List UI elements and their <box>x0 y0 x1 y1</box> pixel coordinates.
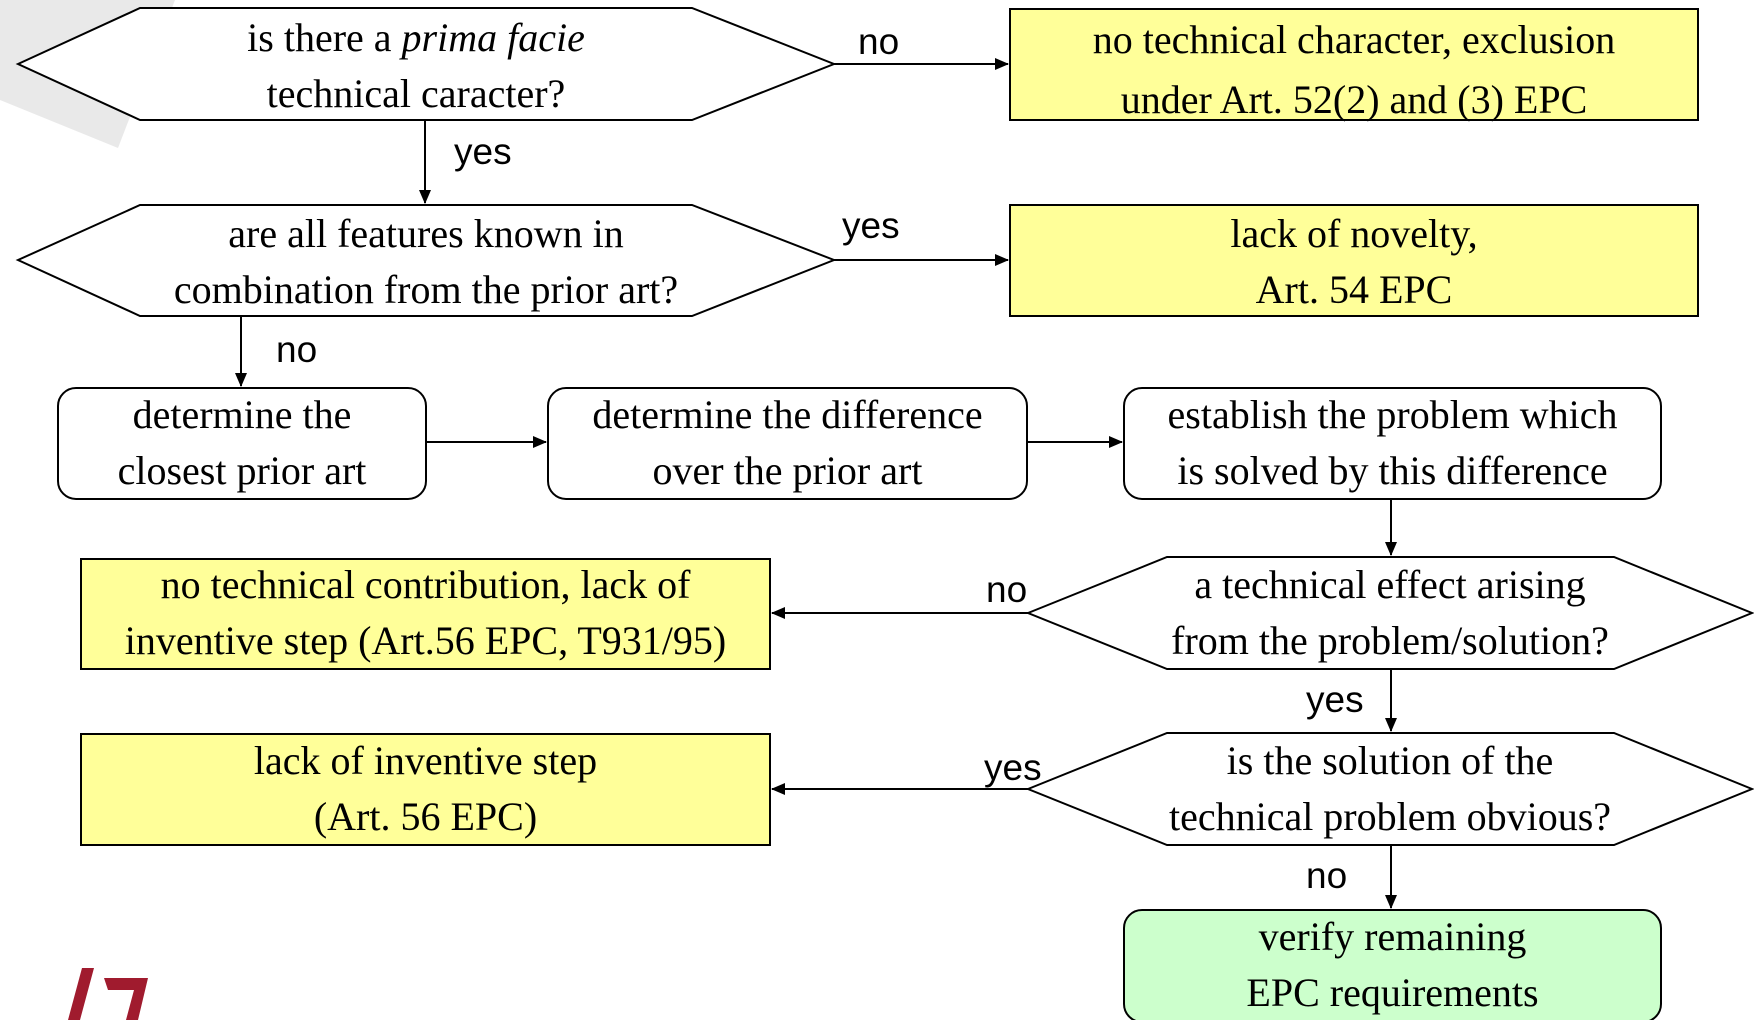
decision-obviousness-text: is the solution of the technical problem… <box>1168 738 1612 839</box>
outcome-no-technical-character-text: no technical character, exclusion under … <box>1092 17 1616 122</box>
outcome-lack-of-inventive-step-text: lack of inventive step (Art. 56 EPC) <box>253 738 598 839</box>
edge-label-nov-yes: yes <box>842 205 900 246</box>
edge-label-obv-yes: yes <box>984 747 1042 788</box>
outcome-no-technical-contribution-text: no technical contribution, lack of inven… <box>124 562 727 663</box>
edge-label-effect-no: no <box>986 569 1028 610</box>
outcome-verify-remaining-box <box>1123 909 1662 1020</box>
decision-novelty-text: are all features known in combination fr… <box>173 211 679 312</box>
outcome-lack-of-novelty-box <box>1009 204 1699 317</box>
edge-label-effect-yes: yes <box>1306 679 1364 720</box>
step-closest-prior-art-text: determine the closest prior art <box>117 392 367 493</box>
outcome-lack-of-novelty-text: lack of novelty, Art. 54 EPC <box>1230 211 1478 312</box>
step-difference-text: determine the difference over the prior … <box>592 392 983 493</box>
decision-technical-character-text: is there a prima facie technical caracte… <box>247 15 585 116</box>
outcome-lack-of-inventive-step-box <box>80 733 771 846</box>
decision-obviousness <box>1025 732 1754 846</box>
edge-label-obv-no: no <box>1306 855 1348 896</box>
edge-label-tc-no: no <box>858 21 900 62</box>
step-closest-prior-art-box <box>57 387 427 500</box>
step-difference-box <box>547 387 1028 500</box>
outcome-no-technical-contribution-box <box>80 558 771 670</box>
step-problem-text: establish the problem which is solved by… <box>1167 392 1618 493</box>
outcome-no-technical-character-box <box>1009 8 1699 121</box>
decision-technical-effect-text: a technical effect arising from the prob… <box>1171 562 1609 663</box>
edge-label-tc-yes: yes <box>454 131 512 172</box>
edge-label-nov-no: no <box>276 329 318 370</box>
step-problem-box <box>1123 387 1662 500</box>
decision-technical-effect <box>1025 556 1754 670</box>
outcome-verify-remaining-text: verify remaining EPC requirements <box>1246 914 1539 1015</box>
